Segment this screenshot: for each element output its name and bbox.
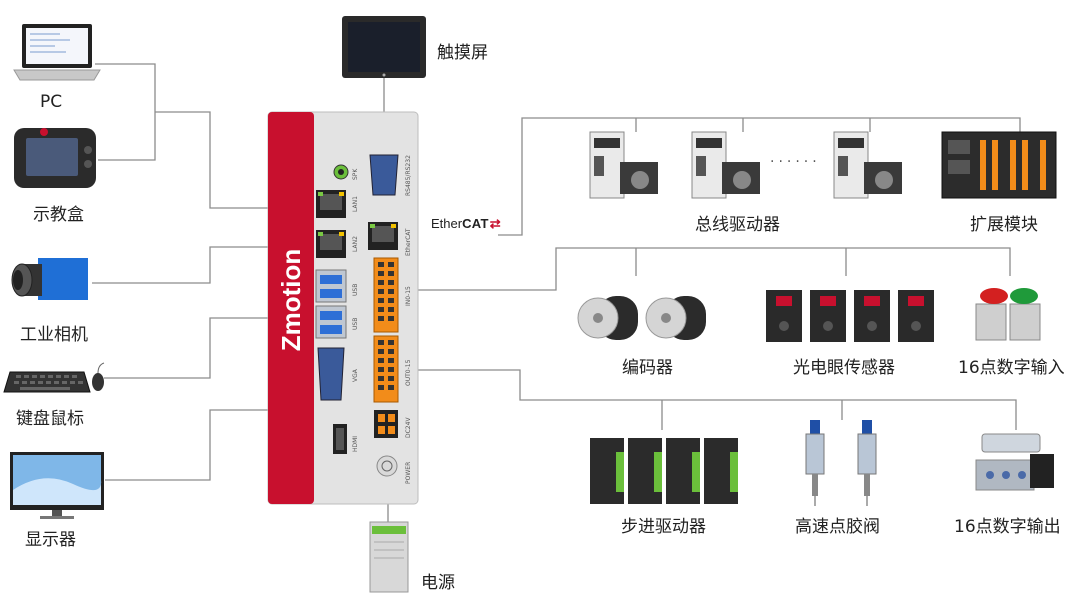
hdmi-label: HDMI	[352, 436, 359, 452]
teach-pendant-icon	[14, 128, 96, 188]
ellipsis: ······	[770, 154, 821, 170]
power-button	[376, 455, 398, 477]
line-ethercat-bus	[498, 117, 1021, 236]
ethercat-badge: EtherCAT⇄	[431, 216, 501, 232]
servo-drive-icons: ······	[589, 131, 902, 199]
dispense-valve-icons	[805, 420, 877, 506]
ethercat-port	[368, 222, 398, 250]
keyboard-mouse-label: 键盘鼠标	[16, 409, 84, 429]
vga-port	[317, 347, 345, 401]
brand-logo: Zmotion	[276, 249, 306, 352]
touchscreen-icon	[342, 16, 426, 78]
lan2-port	[316, 230, 346, 258]
rs485-port	[369, 154, 399, 196]
servo-drive-2	[691, 131, 760, 199]
line-drive-drops	[635, 118, 871, 132]
bus-drives-label: 总线驱动器	[695, 215, 780, 235]
usb-port-1	[315, 269, 347, 303]
stepper-label: 步进驱动器	[621, 517, 706, 537]
monitor-label: 显示器	[25, 530, 76, 550]
solenoid-valve-icon	[975, 433, 1054, 491]
camera-label: 工业相机	[20, 325, 88, 345]
lan1-label: LAN1	[352, 196, 359, 212]
photo-sensor-label: 光电眼传感器	[793, 358, 895, 378]
push-button-icons	[975, 288, 1041, 341]
servo-drive-1	[589, 131, 658, 199]
output-label: OUT0-15	[405, 359, 412, 386]
photo-sensor-icons	[766, 290, 934, 342]
usb1-label: USB	[352, 284, 359, 296]
digital-output-label: 16点数字输出	[954, 517, 1061, 537]
output-terminal-block	[373, 335, 399, 403]
input-label: IN0-15	[405, 286, 412, 306]
ethercat-arrow-icon: ⇄	[489, 216, 501, 231]
lan2-label: LAN2	[352, 236, 359, 252]
ethercat-prefix: Ether	[431, 216, 463, 231]
pc-laptop-icon	[13, 24, 101, 81]
usb2-label: USB	[352, 318, 359, 330]
touchscreen-label: 触摸屏	[437, 43, 488, 63]
vga-label: VGA	[352, 368, 359, 382]
dispense-valve-label: 高速点胶阀	[795, 517, 880, 537]
expansion-label: 扩展模块	[970, 215, 1038, 235]
teach-pendant-label: 示教盒	[33, 205, 84, 225]
line-outputs	[401, 369, 1017, 430]
lan1-port	[316, 190, 346, 218]
line-input-drops	[635, 248, 847, 276]
pc-label: PC	[40, 92, 63, 112]
dc24v-label: DC24V	[405, 417, 412, 438]
digital-input-label: 16点数字输入	[958, 358, 1065, 378]
monitor-icon	[10, 452, 104, 519]
encoder-label: 编码器	[622, 358, 673, 378]
expansion-module-icon	[941, 131, 1057, 199]
keyboard-mouse-icon	[3, 362, 105, 393]
usb-port-2	[315, 305, 347, 339]
spk-label: SPK	[352, 168, 359, 180]
power-supply-icon	[369, 521, 409, 593]
ethercat-port-label: EtherCAT	[405, 228, 412, 256]
line-inputs	[401, 247, 1011, 291]
industrial-camera-icon	[11, 258, 88, 300]
power-supply-label: 电源	[421, 573, 455, 593]
servo-drive-3	[833, 131, 902, 199]
power-label: POWER	[405, 462, 412, 484]
input-terminal-block	[373, 257, 399, 333]
encoder-icons	[577, 296, 706, 340]
rs485-label: RS485/RS232	[405, 155, 412, 196]
connection-lines	[92, 63, 1021, 522]
brand-strip	[268, 112, 314, 504]
line-pc-pendant	[95, 63, 156, 161]
ethercat-bold: CAT	[462, 216, 489, 231]
stepper-driver-icons	[590, 438, 738, 504]
zmotion-controller: Zmotion SPK RS485/RS232 LAN1 LAN2	[267, 111, 419, 505]
line-output-drops	[661, 400, 843, 430]
